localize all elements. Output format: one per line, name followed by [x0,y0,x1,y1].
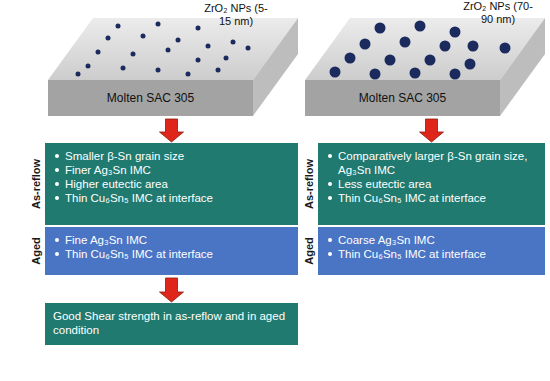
zro2-nanoparticle [450,69,461,80]
zro2-nanoparticle [196,58,201,63]
zro2-nanoparticle [345,53,356,64]
zro2-nanoparticle [468,41,479,52]
zro2-nanoparticle [106,36,111,41]
zro2-nanoparticle [86,64,91,69]
zro2-nanoparticle [141,34,146,39]
zro2-nanoparticle [450,27,461,38]
zro2-nanoparticle [465,59,476,70]
bullet-item: Fine Ag₃Sn IMC [53,233,290,247]
bullet-item: Smaller β-Sn grain size [53,149,290,163]
slab-front-face [305,80,500,116]
zro2-nanoparticle [116,24,121,29]
bullet-item: Coarse Ag₃Sn IMC [326,233,537,247]
zro2-nanoparticle [224,56,229,61]
slab-label: Molten SAC 305 [305,91,500,105]
bullet-item: Thin Cu₆Sn₅ IMC at interface [53,247,290,261]
stage-heading: As-reflow [30,159,42,209]
zro2-nanoparticle [246,46,251,51]
slab-side-face [500,18,545,116]
zro2-nanoparticle [166,48,171,53]
slab-front-face [48,80,253,116]
slab-side-face [253,18,298,116]
zro2-nanoparticle [410,68,421,79]
zro2-nanoparticle [400,37,411,48]
zro2-nanoparticle [360,39,371,50]
zro2-nanoparticle [196,26,201,31]
conclusion-text: Good Shear strength in as-reflow and in … [53,309,290,337]
zro2-nanoparticle [131,52,136,57]
stage-heading: As-reflow [303,159,315,209]
zro2-nanoparticle [231,40,236,45]
property-box: As-reflowSmaller β-Sn grain sizeFiner Ag… [45,143,298,225]
flow-arrow [160,278,184,302]
flow-arrow [160,119,184,142]
zro2-nanoparticle [176,38,181,43]
bullet-item: Higher eutectic area [53,177,290,191]
zro2-nanoparticle [76,72,81,77]
particle-size-label: ZrO₂ NPs (5-15 nm) [204,2,268,28]
molten-solder-slab: Molten SAC 305 [48,18,298,116]
zro2-nanoparticle [186,72,191,77]
stage-heading: Aged [30,237,42,265]
bullet-item: Thin Cu₆Sn₅ IMC at interface [326,191,537,205]
zro2-nanoparticle [425,55,436,66]
property-box: Good Shear strength in as-reflow and in … [45,303,298,345]
zro2-nanoparticle [96,50,101,55]
zro2-nanoparticle [415,21,426,32]
molten-solder-slab: Molten SAC 305 [305,18,545,116]
particle-size-label: ZrO₂ NPs (70-90 nm) [458,0,538,26]
bullet-item: Thin Cu₆Sn₅ IMC at interface [53,191,290,205]
bullet-item: Finer Ag₃Sn IMC [53,163,290,177]
slab-label: Molten SAC 305 [48,91,253,105]
zro2-nanoparticle [500,43,511,54]
bullet-item: Less eutectic area [326,177,537,191]
bullet-item: Comparatively larger β-Sn grain size, Ag… [326,149,537,177]
zro2-nanoparticle [216,68,221,73]
flow-arrow [420,119,444,142]
zro2-nanoparticle [206,44,211,49]
zro2-nanoparticle [121,66,126,71]
zro2-nanoparticle [156,22,161,27]
bullet-item: Thin Cu₆Sn₅ IMC at interface [326,247,537,261]
zro2-nanoparticle [330,67,341,78]
zro2-nanoparticle [440,41,451,52]
zro2-nanoparticle [375,23,386,34]
stage-heading: Aged [303,237,315,265]
property-box: AgedCoarse Ag₃Sn IMCThin Cu₆Sn₅ IMC at i… [318,227,545,275]
zro2-nanoparticle [156,68,161,73]
property-box: AgedFine Ag₃Sn IMCThin Cu₆Sn₅ IMC at int… [45,227,298,275]
zro2-nanoparticle [385,55,396,66]
zro2-nanoparticle [370,69,381,80]
property-box: As-reflowComparatively larger β-Sn grain… [318,143,545,225]
